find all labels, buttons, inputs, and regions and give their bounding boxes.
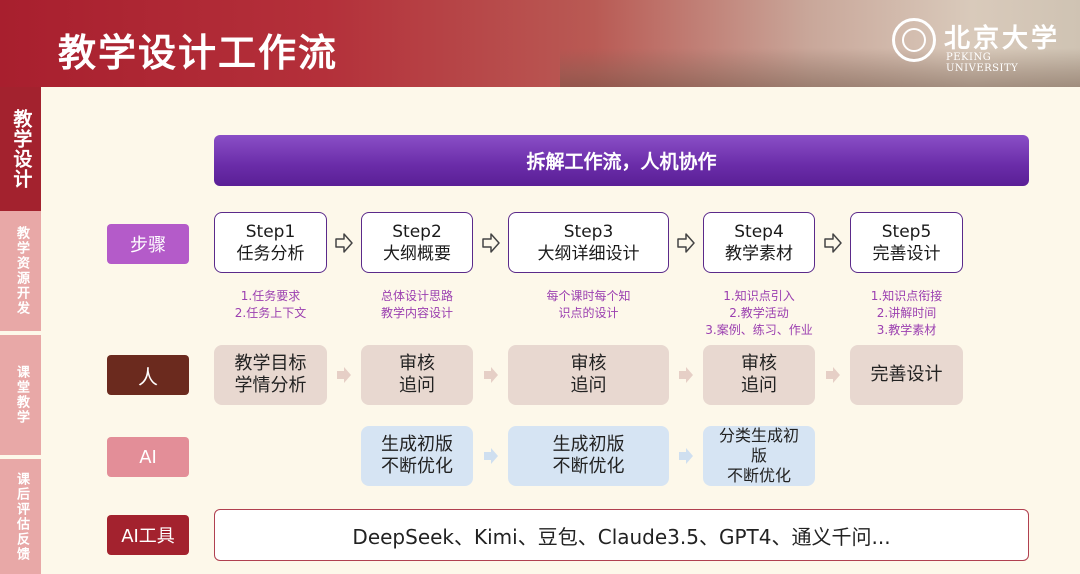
step-title: Step2 [392,221,442,242]
sidebar-item-teaching-design[interactable]: 教学设计 [0,87,41,211]
step-box-3: Step3 大纲详细设计 [508,212,669,273]
step-description-1: 1.任务要求 2.任务上下文 [214,288,327,322]
sidebar-item-label: 教学设计 [10,109,33,189]
header-background-scene [560,48,1080,87]
human-task-line: 追问 [399,375,435,396]
step-description-5: 1.知识点衔接 2.讲解时间 3.教学素材 [850,288,963,339]
description-line: 2.讲解时间 [876,306,937,320]
human-task-line: 追问 [570,375,607,396]
description-line: 3.案例、练习、作业 [705,323,813,337]
human-task-line: 教学目标 [234,353,307,374]
row-label-human: 人 [107,355,189,395]
sidebar-item-resource-development[interactable]: 教学资源开发 [0,211,41,331]
arrow-right-icon [482,233,500,253]
ai-task-2: 生成初版 不断优化 [361,426,473,486]
arrow-right-icon [824,233,842,253]
step-subtitle: 完善设计 [872,243,941,264]
description-line: 2.教学活动 [729,306,789,320]
step-subtitle: 任务分析 [236,243,305,264]
human-task-1: 教学目标 学情分析 [214,345,327,405]
description-line: 1.知识点衔接 [870,289,943,303]
chevron-right-icon [337,367,351,383]
description-line: 2.任务上下文 [234,306,307,320]
ai-tools-list: DeepSeek、Kimi、豆包、Claude3.5、GPT4、通义千问... [214,509,1029,561]
header-bar: 教学设计工作流 北京大学 PEKING UNIVERSITY [0,0,1080,87]
logo-chinese-name: 北京大学 [944,24,1061,54]
chevron-right-icon [679,448,693,464]
step-title: Step1 [245,221,296,242]
sidebar-item-evaluation-feedback[interactable]: 课后评估反馈 [0,459,41,574]
sidebar: 教学设计 教学资源开发 课堂教学 课后评估反馈 [0,87,41,574]
step-box-1: Step1 任务分析 [214,212,327,273]
sidebar-item-label: 课后评估反馈 [13,471,29,562]
chevron-right-icon [484,367,498,383]
chevron-right-icon [679,367,693,383]
step-subtitle: 教学素材 [725,243,793,264]
workflow-banner: 拆解工作流，人机协作 [214,135,1029,186]
row-label-ai: AI [107,437,189,477]
step-box-2: Step2 大纲概要 [361,212,473,273]
description-line: 每个课时每个知 [546,289,631,303]
human-task-3: 审核 追问 [508,345,669,405]
human-task-line: 审核 [570,353,607,374]
university-seal-icon [892,18,936,62]
step-title: Step3 [563,221,614,242]
sidebar-item-label: 课堂教学 [13,365,29,425]
page-title: 教学设计工作流 [58,31,339,75]
ai-task-line: 不断优化 [726,466,791,485]
sidebar-item-classroom-teaching[interactable]: 课堂教学 [0,335,41,455]
description-line: 总体设计思路 [380,289,453,303]
ai-task-3: 生成初版 不断优化 [508,426,669,486]
chevron-right-icon [484,448,498,464]
arrow-right-icon [335,233,353,253]
step-description-4: 1.知识点引入 2.教学活动 3.案例、练习、作业 [688,288,830,339]
sidebar-item-label: 教学资源开发 [13,226,29,316]
ai-task-line: 生成初版 [552,434,625,455]
ai-task-line: 生成初版 [381,434,453,455]
ai-task-4: 分类生成初 版 不断优化 [703,426,815,486]
ai-task-line: 版 [750,446,767,465]
step-description-2: 总体设计思路 教学内容设计 [351,288,483,322]
human-task-5: 完善设计 [850,345,963,405]
step-box-5: Step5 完善设计 [850,212,963,273]
description-line: 1.任务要求 [240,289,301,303]
description-line: 教学内容设计 [380,306,453,320]
ai-task-line: 分类生成初 [718,426,799,445]
human-task-line: 学情分析 [234,375,307,396]
description-line: 识点的设计 [558,306,619,320]
step-box-4: Step4 教学素材 [703,212,815,273]
human-task-4: 审核 追问 [703,345,815,405]
logo-english-name: PEKING UNIVERSITY [946,52,1019,74]
step-subtitle: 大纲详细设计 [537,243,640,264]
step-subtitle: 大纲概要 [383,243,451,264]
arrow-right-icon [677,233,695,253]
human-task-line: 完善设计 [870,364,943,385]
description-line: 3.教学素材 [876,323,937,337]
ai-task-line: 不断优化 [552,456,625,477]
human-task-line: 追问 [741,375,777,396]
step-title: Step5 [881,221,932,242]
description-line: 1.知识点引入 [723,289,795,303]
step-description-3: 每个课时每个知 识点的设计 [520,288,657,322]
human-task-line: 审核 [399,353,435,374]
chevron-right-icon [826,367,840,383]
human-task-2: 审核 追问 [361,345,473,405]
human-task-line: 审核 [741,353,777,374]
university-logo: 北京大学 PEKING UNIVERSITY [892,18,1062,74]
step-title: Step4 [734,221,784,242]
row-label-steps: 步骤 [107,224,189,264]
row-label-ai-tools: AI工具 [107,515,189,555]
ai-task-line: 不断优化 [381,456,453,477]
